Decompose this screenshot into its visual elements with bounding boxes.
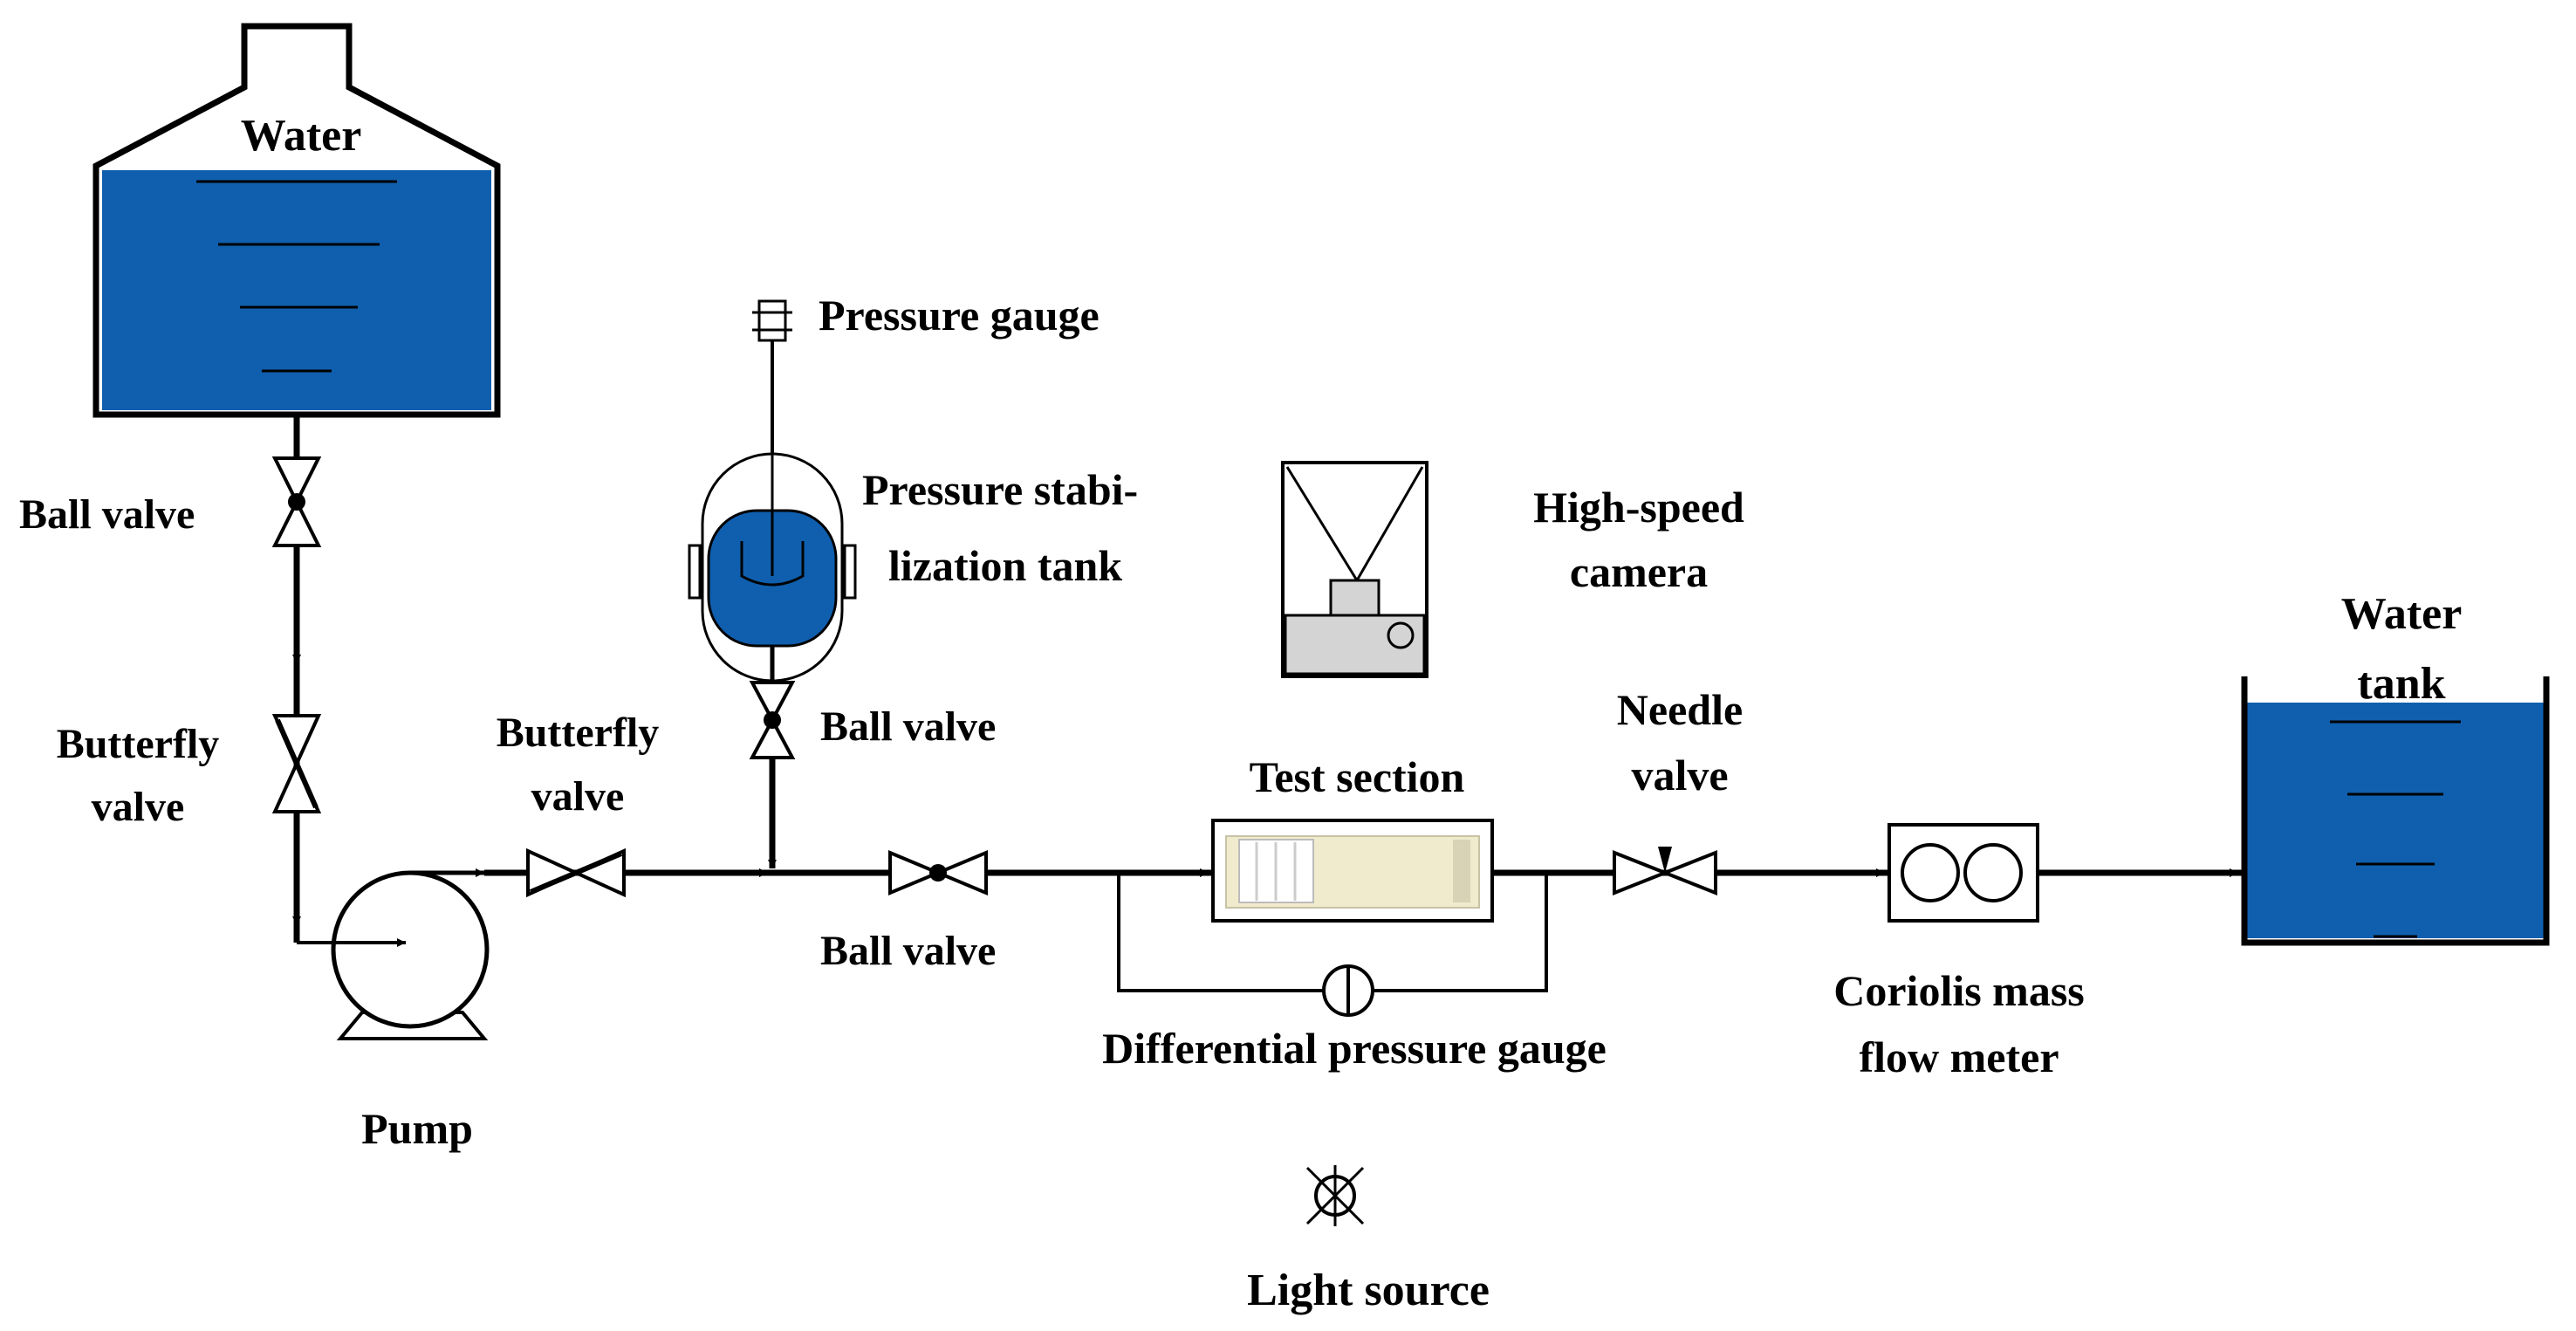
ball-valve-2	[749, 681, 796, 759]
high-speed-camera	[1281, 461, 1428, 678]
receiving-water-tank	[2241, 676, 2550, 946]
pressure-gauge-top	[752, 299, 792, 454]
high-speed-camera-label-line1: High-speed	[1533, 483, 1744, 532]
coriolis-label-line2: flow meter	[1859, 1033, 2059, 1081]
butterfly-valve-2	[526, 847, 626, 898]
water-tank-label-line2: tank	[2357, 659, 2445, 709]
pump-body	[331, 870, 490, 1029]
needle-valve-label-line2: valve	[1631, 751, 1728, 799]
pressure-stabilization-tank	[688, 452, 857, 683]
butterfly-valve-1-label-line1: Butterfly	[57, 721, 220, 767]
needle-valve-label-line1: Needle	[1617, 685, 1743, 734]
receiving-water-fill	[2247, 703, 2544, 938]
high-speed-camera-label-line2: camera	[1570, 547, 1708, 596]
diff-pressure-gauge-label: Differential pressure gauge	[1102, 1024, 1607, 1073]
ball-valve-2-label: Ball valve	[820, 703, 996, 750]
pump-label: Pump	[361, 1104, 473, 1153]
differential-pressure-gauge	[1117, 873, 1548, 1017]
needle-valve	[1613, 847, 1717, 895]
butterfly-valve-2-label-line2: valve	[531, 773, 625, 820]
butterfly-valve-1-label-line2: valve	[92, 784, 185, 830]
water-tank-label-line1: Water	[2341, 589, 2463, 639]
pump	[297, 868, 490, 1040]
stab-tank-label-line2: lization tank	[888, 541, 1122, 590]
supply-water-label: Water	[241, 111, 362, 161]
coriolis-label-line1: Coriolis mass	[1833, 966, 2085, 1015]
light-source-label: Light source	[1247, 1266, 1490, 1315]
butterfly-valve-2-label-line1: Butterfly	[497, 710, 660, 756]
test-section	[1211, 819, 1494, 923]
ball-valve-3-label: Ball valve	[820, 928, 996, 974]
butterfly-valve-1	[271, 714, 322, 813]
supply-water-tank	[92, 23, 501, 418]
light-source-icon	[1305, 1165, 1365, 1226]
ball-valve-3	[888, 849, 988, 896]
test-section-label: Test section	[1250, 752, 1465, 801]
ball-valve-1-label: Ball valve	[19, 491, 195, 538]
stab-tank-label-line1: Pressure stabi-	[862, 465, 1138, 514]
supply-water-fill	[102, 170, 491, 410]
coriolis-flow-meter	[1887, 823, 2039, 923]
ball-valve-1	[271, 456, 322, 547]
pressure-gauge-label: Pressure gauge	[819, 291, 1100, 340]
